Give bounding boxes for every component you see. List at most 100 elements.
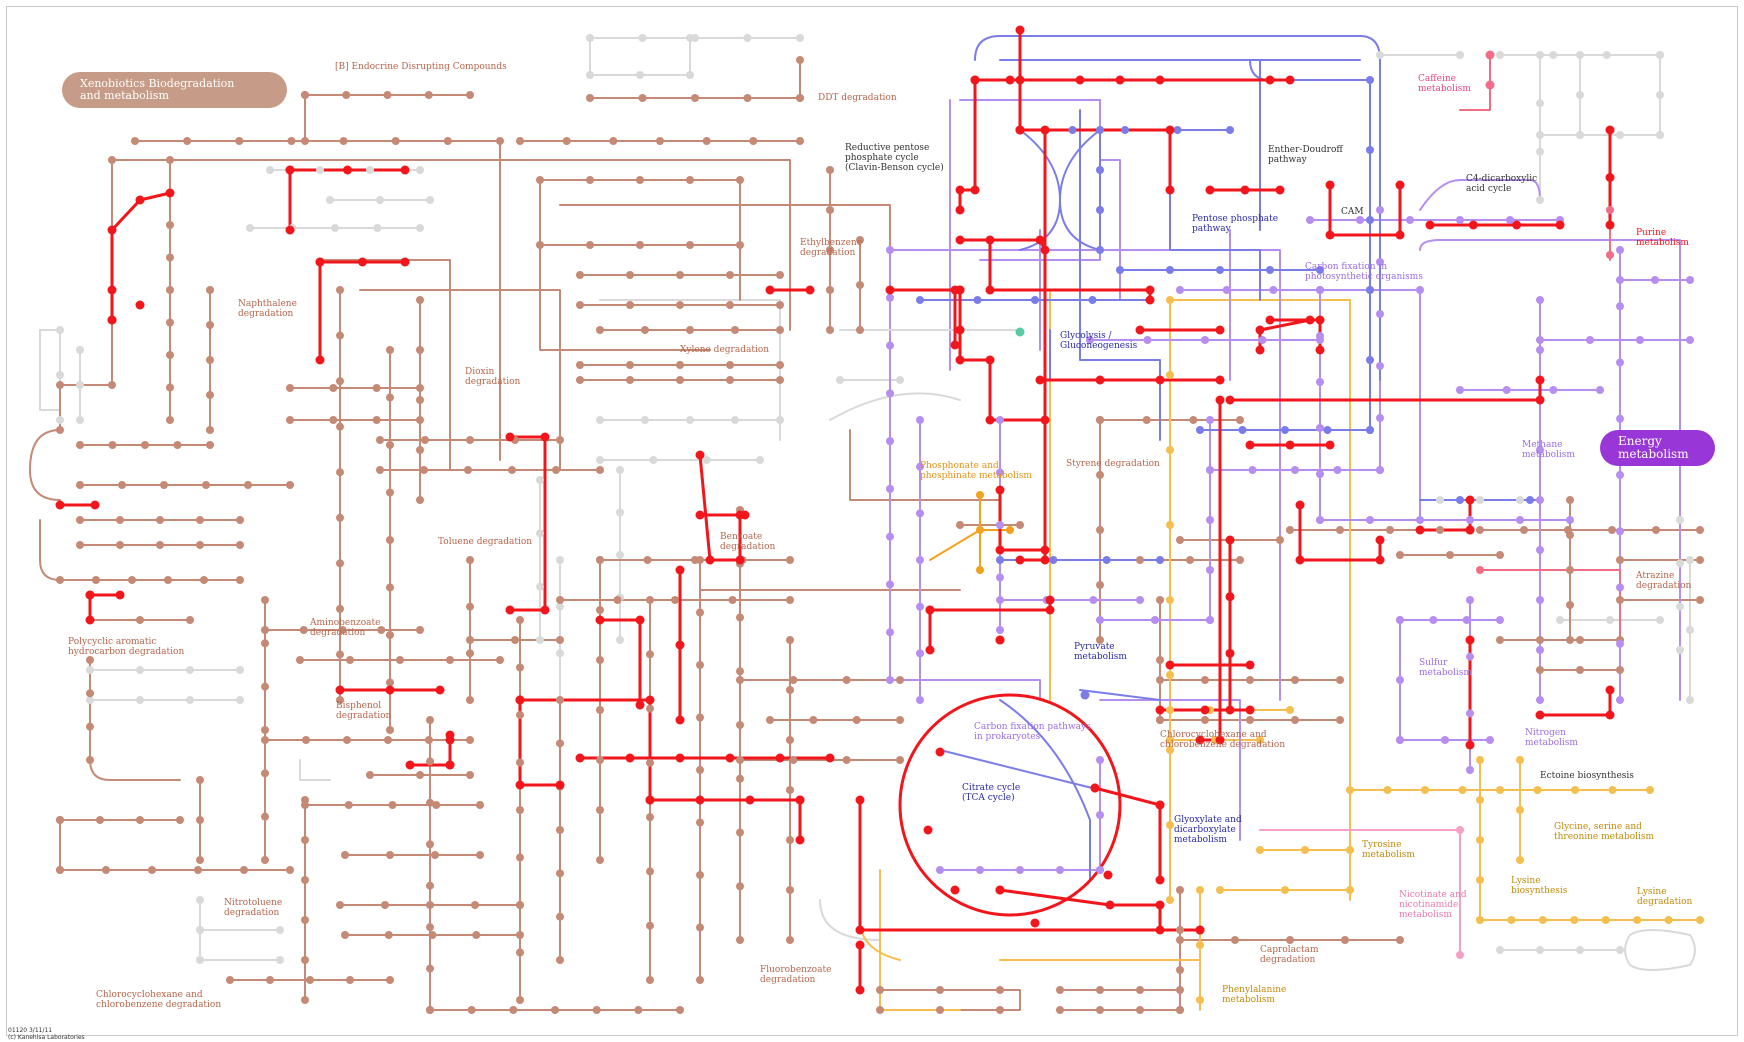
compound-node[interactable] (646, 696, 655, 705)
compound-node[interactable] (776, 376, 784, 384)
compound-node[interactable] (131, 137, 139, 145)
compound-node[interactable] (1646, 786, 1654, 794)
label-caprolactam[interactable]: Caprolactam degradation (1260, 945, 1319, 965)
compound-node[interactable] (886, 342, 894, 350)
compound-node[interactable] (986, 236, 995, 245)
compound-node[interactable] (736, 667, 744, 675)
compound-node[interactable] (141, 441, 149, 449)
compound-node[interactable] (1206, 466, 1214, 474)
compound-node[interactable] (1476, 496, 1484, 504)
compound-node[interactable] (551, 1006, 559, 1014)
compound-node[interactable] (796, 94, 804, 102)
reaction-line[interactable] (930, 600, 1050, 610)
compound-node[interactable] (1241, 186, 1250, 195)
compound-node[interactable] (1216, 886, 1224, 894)
compound-node[interactable] (1316, 286, 1324, 294)
compound-node[interactable] (896, 756, 904, 764)
compound-node[interactable] (1536, 711, 1545, 720)
compound-node[interactable] (886, 485, 894, 493)
compound-node[interactable] (1259, 336, 1267, 344)
compound-node[interactable] (1096, 811, 1104, 819)
compound-node[interactable] (346, 976, 354, 984)
compound-node[interactable] (1456, 826, 1464, 834)
compound-node[interactable] (236, 541, 244, 549)
compound-node[interactable] (1456, 496, 1464, 504)
compound-node[interactable] (1156, 376, 1165, 385)
compound-node[interactable] (646, 596, 654, 604)
compound-node[interactable] (235, 137, 243, 145)
compound-node[interactable] (1286, 76, 1295, 85)
compound-node[interactable] (1201, 676, 1209, 684)
compound-node[interactable] (1496, 551, 1504, 559)
compound-node[interactable] (886, 676, 894, 684)
compound-node[interactable] (1196, 886, 1204, 894)
compound-node[interactable] (1516, 516, 1524, 524)
compound-node[interactable] (776, 271, 784, 279)
compound-node[interactable] (1536, 296, 1544, 304)
compound-node[interactable] (676, 1006, 684, 1014)
compound-node[interactable] (926, 606, 935, 615)
compound-node[interactable] (86, 666, 94, 674)
compound-node[interactable] (240, 866, 248, 874)
compound-node[interactable] (196, 856, 204, 864)
compound-node[interactable] (1536, 131, 1544, 139)
compound-node[interactable] (586, 34, 594, 42)
compound-node[interactable] (1206, 186, 1215, 195)
compound-node[interactable] (876, 986, 884, 994)
compound-node[interactable] (496, 137, 504, 145)
compound-node[interactable] (1406, 216, 1414, 224)
compound-node[interactable] (1616, 946, 1624, 954)
compound-node[interactable] (336, 605, 344, 613)
reaction-line[interactable] (930, 530, 1010, 560)
compound-node[interactable] (174, 441, 182, 449)
compound-node[interactable] (1616, 640, 1624, 648)
compound-node[interactable] (1466, 526, 1475, 535)
compound-node[interactable] (1396, 616, 1404, 624)
compound-node[interactable] (1176, 986, 1184, 994)
compound-node[interactable] (1316, 378, 1324, 386)
compound-node[interactable] (1176, 886, 1184, 894)
compound-node[interactable] (636, 71, 644, 79)
compound-node[interactable] (1366, 216, 1374, 224)
compound-node[interactable] (466, 436, 474, 444)
compound-node[interactable] (1456, 386, 1464, 394)
compound-node[interactable] (1608, 526, 1616, 534)
compound-node[interactable] (1036, 376, 1045, 385)
compound-node[interactable] (426, 923, 434, 931)
compound-node[interactable] (556, 869, 564, 877)
compound-node[interactable] (1186, 556, 1194, 564)
compound-node[interactable] (516, 806, 524, 814)
compound-node[interactable] (956, 236, 965, 245)
compound-node[interactable] (1216, 396, 1225, 405)
compound-node[interactable] (1336, 676, 1344, 684)
compound-node[interactable] (444, 137, 452, 145)
compound-node[interactable] (1366, 356, 1374, 364)
label-bisphenol[interactable]: Bisphenol degradation (336, 701, 391, 721)
compound-node[interactable] (976, 566, 984, 574)
compound-node[interactable] (464, 466, 472, 474)
compound-node[interactable] (536, 176, 544, 184)
compound-node[interactable] (86, 689, 94, 697)
compound-node[interactable] (634, 1006, 642, 1014)
compound-node[interactable] (552, 466, 560, 474)
compound-node[interactable] (516, 949, 524, 957)
compound-node[interactable] (466, 771, 474, 779)
compound-node[interactable] (1166, 266, 1174, 274)
compound-node[interactable] (266, 166, 274, 174)
compound-node[interactable] (1276, 536, 1284, 544)
compound-node[interactable] (1466, 636, 1475, 645)
compound-node[interactable] (736, 882, 744, 890)
compound-node[interactable] (536, 476, 544, 484)
compound-node[interactable] (384, 736, 392, 744)
compound-node[interactable] (1016, 328, 1025, 337)
compound-node[interactable] (1166, 896, 1174, 904)
compound-node[interactable] (1376, 362, 1384, 370)
compound-node[interactable] (416, 771, 424, 779)
compound-node[interactable] (336, 468, 344, 476)
compound-node[interactable] (386, 726, 394, 734)
label-atrazine[interactable]: Atrazine degradation (1636, 571, 1691, 591)
compound-node[interactable] (726, 376, 734, 384)
compound-node[interactable] (261, 813, 269, 821)
compound-node[interactable] (1301, 846, 1309, 854)
compound-node[interactable] (186, 616, 194, 624)
